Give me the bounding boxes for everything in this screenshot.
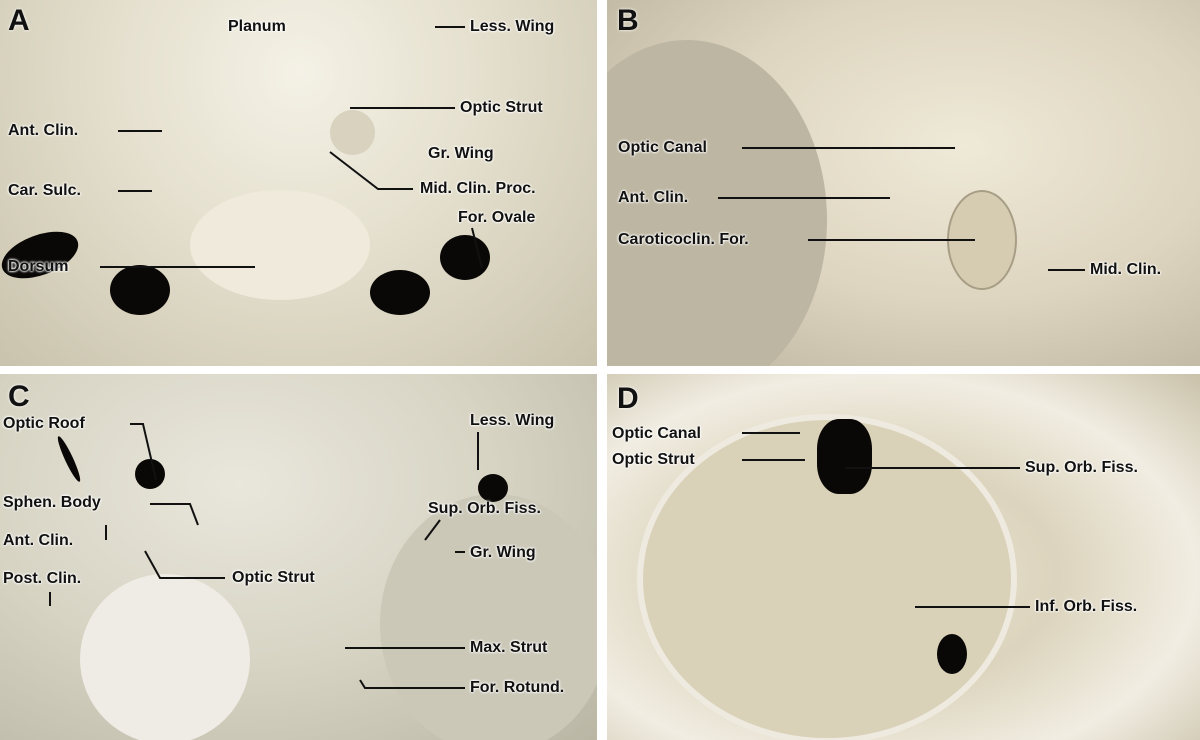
label: For. Ovale [458,209,536,226]
label: Optic Canal [612,425,701,442]
label: Car. Sulc. [8,182,81,199]
label: For. Rotund. [470,679,565,696]
label: Optic Strut [612,451,695,468]
foramen-ovale-hole [440,235,490,280]
label: Caroticoclin. For. [618,231,749,248]
foramen [370,270,430,315]
label: Optic Strut [232,569,315,586]
foramen [0,222,85,288]
optic-canal-hole [135,459,165,489]
mid-clin-shape [330,110,375,155]
greater-wing-shape [380,494,597,740]
label: Ant. Clin. [8,122,79,139]
label: Optic Canal [618,139,707,156]
label: Inf. Orb. Fiss. [1035,598,1138,615]
sup-orb-fiss-hole [817,419,872,494]
panel-letter: D [617,382,639,415]
inf-orb-fiss-hole [937,634,967,674]
panel-a-photo [0,0,597,366]
label: Sup. Orb. Fiss. [1025,459,1138,476]
label: Less. Wing [470,412,555,429]
dorsum-shape [190,190,370,300]
bone-shape [80,574,250,740]
label: Planum [228,18,286,35]
panel-c-photo [0,374,597,740]
label: Max. Strut [470,639,548,656]
label: Gr. Wing [470,544,536,561]
label: Ant. Clin. [618,189,689,206]
caroticoclinoid-foramen-shape [947,190,1017,290]
label: Sphen. Body [3,494,101,511]
label: Optic Roof [3,415,85,432]
foramen [110,265,170,315]
label: Mid. Clin. Proc. [420,180,536,197]
label: Less. Wing [470,18,555,35]
fissure [54,434,84,484]
label: Gr. Wing [428,145,494,162]
label: Dorsum [8,258,69,275]
label: Sup. Orb. Fiss. [428,500,541,517]
panel-letter: A [8,4,30,37]
label: Mid. Clin. [1090,261,1162,278]
label: Post. Clin. [3,570,82,587]
label: Optic Strut [460,99,543,116]
label: Ant. Clin. [3,532,74,549]
panel-letter: B [617,4,639,37]
panel-b-photo [607,0,1200,366]
sup-orb-fiss-hole [478,474,508,502]
panel-letter: C [8,380,30,413]
